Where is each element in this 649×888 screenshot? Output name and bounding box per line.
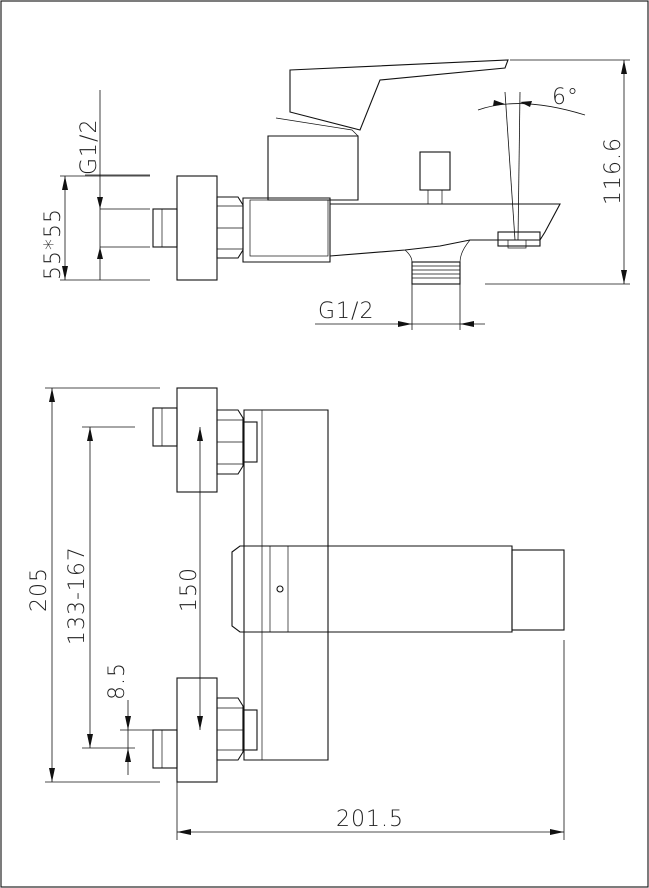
side-diverter-knob — [419, 151, 451, 191]
dim-top-inlet-thread: G1/2 — [77, 119, 102, 175]
front-lever — [231, 545, 513, 633]
side-cartridge — [267, 135, 359, 201]
dim-overall-height: 116.6 — [601, 137, 626, 205]
front-body — [243, 409, 329, 761]
side-aerator — [497, 231, 541, 247]
front-bottom-nut — [216, 697, 244, 761]
front-top-nut — [216, 409, 244, 475]
dim-projection: 201.5 — [336, 807, 404, 832]
dim-overall-length: 205 — [27, 567, 52, 612]
dim-center-distance-range: 133-167 — [65, 546, 90, 645]
dim-spout-angle: 6° — [552, 85, 579, 110]
front-top-flange — [176, 387, 218, 493]
side-spout — [329, 203, 561, 257]
side-view — [152, 59, 561, 285]
side-body-face — [249, 199, 329, 257]
dim-outlet-thread: G1/2 — [318, 299, 374, 324]
dim-inlet-flange: 55*55 — [41, 208, 66, 280]
side-wall-flange — [176, 175, 218, 281]
side-inlet-stub — [152, 208, 178, 248]
side-bottom-thread — [404, 239, 471, 285]
front-view — [152, 387, 565, 783]
dim-center-distance: 150 — [177, 567, 202, 612]
front-lever-cap — [511, 549, 565, 631]
front-dimensions: 205 133-167 8.5 150 201.5 — [27, 387, 565, 840]
side-lever — [289, 59, 509, 131]
side-body — [242, 197, 331, 263]
dim-offset: 8.5 — [105, 662, 130, 700]
front-bottom-flange — [176, 677, 218, 783]
front-indicator-dot — [276, 585, 284, 593]
side-dimensions: G1/2 55*55 116.6 6° G1/2 — [41, 59, 630, 330]
